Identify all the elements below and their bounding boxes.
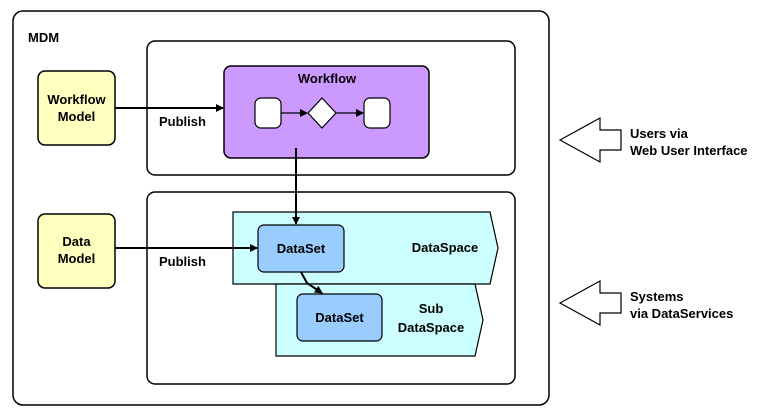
publish-workflow-label: Publish (159, 114, 206, 129)
dataset-to-sub-dataset-arrow (300, 271, 323, 294)
workflow-model-label-line1: Workflow (47, 92, 106, 107)
data-model-box (37, 213, 116, 289)
workflow-title: Workflow (298, 71, 357, 86)
systems-label-line1: Systems (630, 289, 683, 304)
workflow-model-label-line2: Model (58, 109, 96, 124)
users-label-line1: Users via (630, 126, 689, 141)
users-arrow-icon (558, 116, 622, 164)
dataspace-label: DataSpace (412, 240, 478, 255)
data-model-label-line2: Model (58, 251, 96, 266)
workflow-decision-diamond (307, 97, 337, 129)
sub-dataspace-label-line2: DataSpace (398, 320, 464, 335)
data-model-label-line1: Data (62, 234, 91, 249)
mdm-label: MDM (28, 30, 59, 45)
workflow-end-step (363, 97, 391, 129)
sub-dataspace-dataset-label: DataSet (315, 310, 364, 325)
systems-label-line2: via DataServices (630, 306, 733, 321)
users-label-line2: Web User Interface (630, 143, 748, 158)
publish-data-label: Publish (159, 254, 206, 269)
sub-dataspace-label-line1: Sub (419, 301, 444, 316)
workflow-start-step (254, 97, 282, 129)
workflow-model-box (37, 70, 116, 146)
systems-arrow-icon (558, 279, 622, 327)
sub-dataspace-dataset-box (296, 293, 383, 342)
dataspace-dataset-label: DataSet (277, 241, 326, 256)
